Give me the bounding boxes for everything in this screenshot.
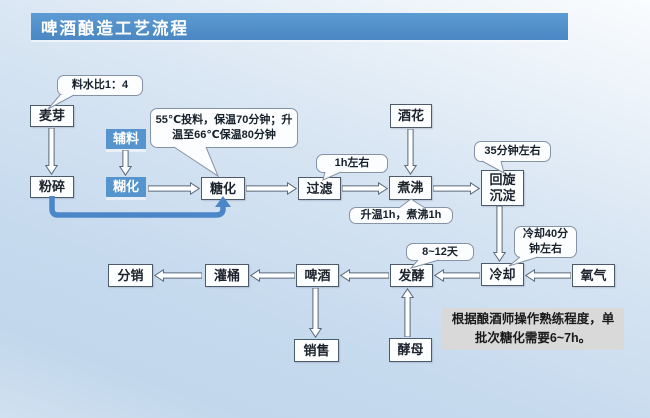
node-beer: 啤酒	[296, 264, 339, 287]
blue-curve-arrow-milling-to-mashing	[49, 196, 231, 218]
arrow-kegging-to-distribution	[154, 269, 202, 282]
callout-whirlpool-time: 35分钟左右	[474, 141, 551, 162]
node-hops: 酒花	[390, 104, 432, 128]
callout-tail-filter	[322, 171, 342, 181]
node-yeast: 酵母	[389, 338, 432, 362]
arrow-mashing-to-filtration	[246, 182, 297, 195]
node-cooling: 冷却	[481, 263, 524, 286]
node-fermentation: 发酵	[390, 264, 433, 287]
arrow-filtration-to-boiling	[342, 182, 388, 195]
node-boiling: 煮沸	[389, 176, 432, 200]
arrow-whirlpool-to-cooling	[493, 206, 506, 262]
title-bar: 啤酒酿造工艺流程	[31, 13, 568, 40]
arrow-yeast-to-fermentation	[401, 288, 414, 337]
node-milling: 粉碎	[30, 176, 74, 198]
arrow-beer-to-sales	[309, 288, 322, 338]
arrow-fermentation-to-beer	[340, 269, 389, 282]
page-title: 啤酒酿造工艺流程	[41, 19, 189, 38]
callout-filter-time: 1h左右	[316, 154, 388, 173]
node-distribution: 分销	[108, 264, 153, 287]
node-oxygen: 氧气	[572, 264, 615, 287]
node-adjunct: 辅料	[106, 129, 146, 149]
arrow-cooling-to-fermentation	[434, 269, 480, 282]
arrow-adjunct-to-gelatinization	[119, 150, 132, 176]
node-whirlpool: 回旋沉淀	[481, 170, 524, 206]
node-filtration: 过滤	[298, 177, 341, 200]
node-malt: 麦芽	[30, 105, 74, 127]
callout-tail-boil	[398, 198, 426, 209]
callout-mash-temps: 55℃投料，保温70分钟；升温至66℃保温80分钟	[150, 108, 298, 148]
callout-tail-mash	[173, 146, 220, 178]
arrow-hops-to-boiling	[404, 129, 417, 175]
node-kegging: 灌桶	[205, 264, 249, 287]
callout-tail-ferment	[409, 259, 440, 269]
arrow-beer-to-kegging	[250, 269, 295, 282]
callout-cooling-time: 冷却40分钟左右	[514, 226, 577, 258]
node-gelatinization: 糊化	[106, 177, 146, 197]
callout-tail-whirlpool	[481, 160, 505, 174]
node-mashing: 糖化	[201, 177, 245, 200]
arrow-oxygen-to-cooling	[525, 269, 571, 282]
callout-water-ratio: 料水比1：4	[57, 75, 143, 96]
callout-boil-time: 升温1h，煮沸1h	[349, 207, 453, 224]
node-sales: 销售	[294, 339, 339, 362]
callout-tail-water-ratio	[47, 94, 75, 110]
arrow-boiling-to-whirlpool	[433, 182, 480, 195]
callout-ferment-time: 8~12天	[406, 243, 474, 261]
arrow-gelatinization-to-mashing	[148, 182, 200, 195]
callout-tail-cooling	[508, 256, 539, 267]
note-mash-duration: 根据酿酒师操作熟练程度，单批次糖化需要6~7h。	[442, 308, 624, 350]
arrow-malt-to-milling	[45, 128, 58, 175]
